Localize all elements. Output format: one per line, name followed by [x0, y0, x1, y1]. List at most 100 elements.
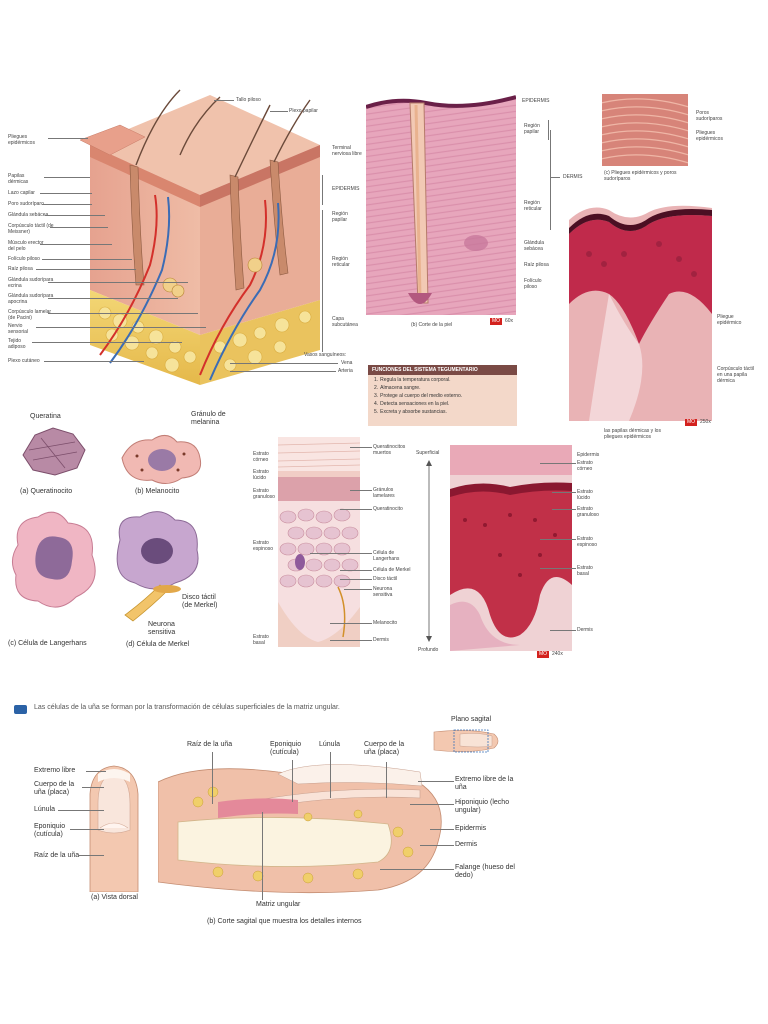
label-photo-epidermis-2: Epidermis	[577, 452, 600, 458]
label-capa-subcutanea: Capa subcutánea	[332, 316, 358, 328]
caption-merkel: (d) Célula de Merkel	[126, 641, 190, 648]
label-pliegue-epidermico: Pliegue epidérmico	[717, 314, 742, 326]
label-glandula-apocrina: Glándula sudorípara apocrina	[8, 293, 54, 305]
mag-badge-250: MO	[685, 419, 698, 426]
label-disco-tactil: Disco táctil (de Merkel)	[182, 594, 218, 609]
nail-intro-icon	[14, 705, 27, 714]
label-raiz-una-sagital: Raíz de la uña	[187, 741, 233, 748]
mag-badge-240: MO	[537, 651, 550, 658]
label-photo-region-papilar: Región papilar	[524, 123, 540, 135]
nail-dorsal-view	[78, 764, 150, 892]
mag-value-240: 240x	[552, 651, 563, 657]
label-lazo-capilar: Lazo capilar	[8, 190, 35, 196]
label-neurona-sensitiva: Neurona sensitiva	[148, 621, 176, 636]
label-poros-sudoriparos: Poros sudoríparos	[696, 110, 723, 122]
label-tallo-piloso: Tallo piloso	[236, 97, 261, 103]
label-plexo-cutaneo: Plexo cutáneo	[8, 358, 40, 364]
label-raiz-pilosa: Raíz pilosa	[8, 266, 33, 272]
strata-photo	[450, 445, 572, 651]
depth-arrow	[425, 458, 433, 644]
label-lunula-dorsal: Lúnula	[34, 806, 56, 813]
label-neurona-strata: Neurona sensitiva	[373, 586, 393, 598]
label-granulos-lamelares: Gránulos lamelares	[373, 487, 395, 499]
function-item-2: 2.Almacena sangre.	[374, 385, 421, 391]
label-tejido-adiposo: Tejido adiposo	[8, 338, 26, 350]
caption-queratinocito: (a) Queratinocito	[20, 488, 73, 495]
label-cuerpo-una-dorsal: Cuerpo de la uña (placa)	[34, 781, 75, 796]
mag-value-250: 250x	[700, 419, 711, 425]
label-epidermis-bracket: EPIDERMIS	[332, 186, 360, 192]
label-dermis-nail: Dermis	[455, 841, 478, 848]
label-profundo: Profundo	[418, 647, 439, 653]
caption-langerhans: (c) Célula de Langerhans	[8, 640, 87, 647]
caption-corte-sagital: (b) Corte sagital que muestra los detall…	[207, 918, 362, 925]
label-queratinocito-strata: Queratinocito	[373, 506, 403, 512]
label-photo-espinoso: Estrato espinoso	[577, 536, 598, 548]
papillae-photo	[569, 194, 712, 421]
label-superficial: Superficial	[416, 450, 440, 456]
label-queratina: Queratina	[30, 413, 61, 420]
label-nervio-sensorial: Nervio sensorial	[8, 323, 29, 335]
mag-badge-60: MO	[490, 318, 503, 325]
label-terminal-nerviosa: Terminal nerviosa libre	[332, 145, 362, 157]
label-corpusculo-papila: Corpúsculo táctil en una papila dérmica	[717, 366, 754, 384]
functions-title: FUNCIONES DEL SISTEMA TEGUMENTARIO	[368, 365, 517, 375]
label-photo-corneo: Estrato córneo	[577, 460, 593, 472]
label-celula-langerhans: Célula de Langerhans	[373, 550, 400, 562]
caption-pliegues-poros: (c) Pliegues epidérmicos y poros sudoríp…	[604, 170, 677, 182]
function-item-1: 1.Regula la temperatura corporal.	[374, 377, 451, 383]
label-lunula-sagital: Lúnula	[319, 741, 341, 748]
strata-diagram	[278, 437, 360, 647]
label-dermis-strata: Dermis	[373, 637, 389, 643]
label-eponiquio-sagital: Eponiquio (cutícula)	[270, 741, 302, 756]
caption-vista-dorsal: (a) Vista dorsal	[91, 894, 138, 901]
label-extremo-libre-sagital: Extremo libre de la uña	[455, 776, 514, 791]
merkel-illustration	[105, 505, 205, 625]
finger-sagittal-icon	[430, 728, 502, 754]
label-estrato-corneo: Estrato córneo	[253, 451, 269, 463]
label-celula-merkel: Célula de Merkel	[373, 567, 411, 573]
langerhans-illustration	[8, 505, 100, 615]
label-vena: Vena	[341, 360, 353, 366]
label-falange: Falange (hueso del dedo)	[455, 864, 515, 879]
label-queratinocitos-muertos: Queratinocitos muertos	[373, 444, 406, 456]
label-papilas-dermicas: Papilas dérmicas	[8, 173, 29, 185]
keratinocyte-illustration	[15, 420, 90, 480]
label-arteria: Arteria	[338, 368, 353, 374]
nail-intro-text: Las células de la uña se forman por la t…	[34, 704, 340, 711]
functions-box: FUNCIONES DEL SISTEMA TEGUMENTARIO 1.Reg…	[368, 365, 517, 426]
label-glandula-ecrina: Glándula sudorípara ecrina	[8, 277, 54, 289]
label-pliegues-epidermicos-c: Pliegues epidérmicos	[696, 130, 723, 142]
label-hiponiquio: Hiponiquio (lecho ungular)	[455, 799, 510, 814]
label-photo-epidermis: EPIDERMIS	[522, 98, 550, 104]
label-musculo-erector: Músculo erector del pelo	[8, 240, 44, 252]
label-plano-sagital: Plano sagital	[451, 716, 492, 723]
label-region-reticular: Región reticular	[332, 256, 350, 268]
ridges-photo	[602, 94, 688, 166]
label-epidermis-nail: Epidermis	[455, 825, 487, 832]
function-item-5: 5.Excreta y absorbe sustancias.	[374, 409, 447, 415]
label-corpusculo-lamelar: Corpúsculo lamelar (de Pacini)	[8, 309, 52, 321]
label-matriz-ungular: Matriz ungular	[256, 901, 301, 908]
label-granulo-melanina: Gránulo de melanina	[191, 411, 226, 426]
caption-corte-piel: (b) Corte de la piel	[411, 322, 453, 328]
label-photo-granuloso: Estrato granuloso	[577, 506, 599, 518]
label-extremo-libre-dorsal: Extremo libre	[34, 767, 76, 774]
function-item-4: 4.Detecta sensaciones en la piel.	[374, 401, 450, 407]
label-vasos-sanguineos: Vasos sanguíneos:	[304, 352, 347, 358]
label-disco-tactil-strata: Disco táctil	[373, 576, 398, 582]
label-estrato-basal: Estrato basal	[253, 634, 269, 646]
label-eponiquio-dorsal: Eponiquio (cutícula)	[34, 823, 66, 838]
label-estrato-espinoso: Estrato espinoso	[253, 540, 274, 552]
label-cuerpo-una-sagital: Cuerpo de la uña (placa)	[364, 741, 405, 756]
caption-melanocito: (b) Melanocito	[135, 488, 180, 495]
label-photo-foliculo: Folículo piloso	[524, 278, 542, 290]
label-glandula-sebacea: Glándula sebácea	[8, 212, 49, 218]
label-foliculo-piloso: Folículo piloso	[8, 256, 40, 262]
label-estrato-granuloso: Estrato granuloso	[253, 488, 275, 500]
label-photo-region-reticular: Región reticular	[524, 200, 542, 212]
mag-value-60: 60x	[505, 318, 514, 324]
label-photo-raiz-pilosa: Raíz pilosa	[524, 262, 549, 268]
label-photo-glandula-sebacea: Glándula sebácea	[524, 240, 545, 252]
label-photo-basal: Estrato basal	[577, 565, 593, 577]
